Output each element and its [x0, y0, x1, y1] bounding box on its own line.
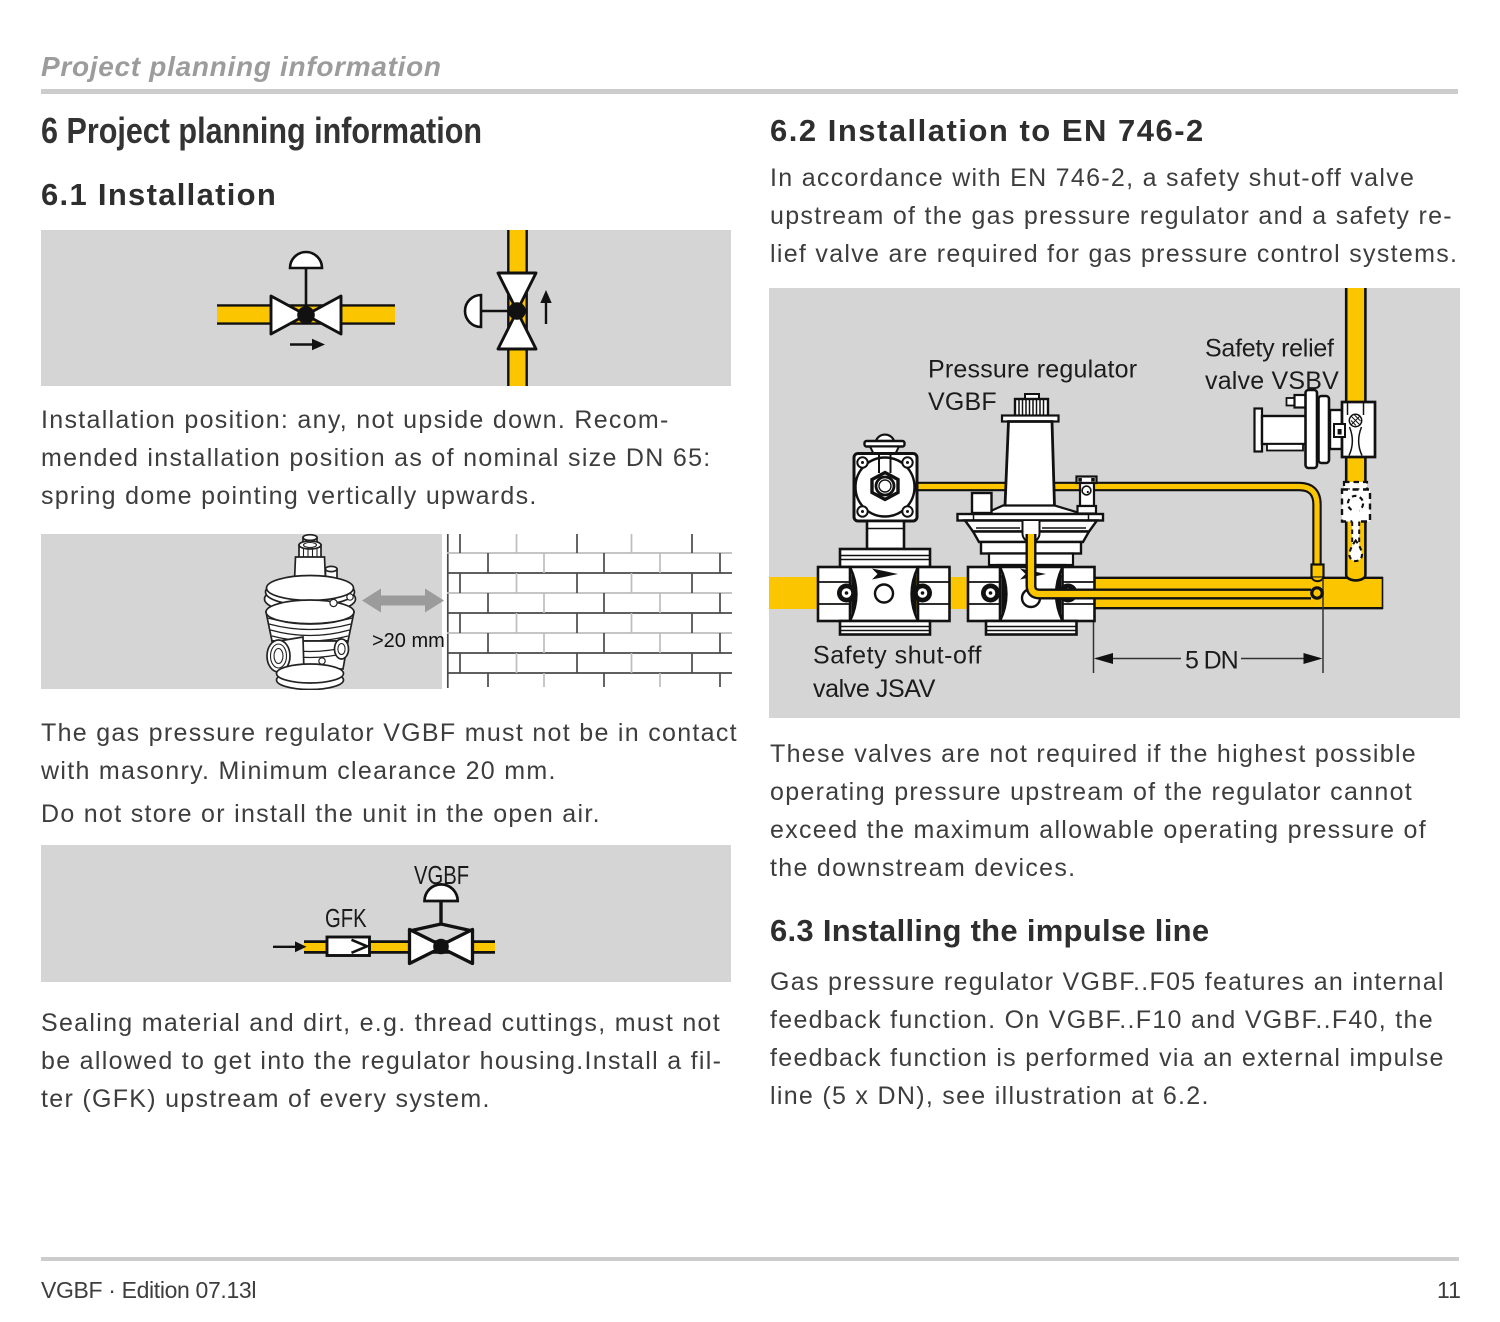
svg-text:VGBF: VGBF [928, 388, 997, 416]
svg-text:valve JSAV: valve JSAV [813, 675, 936, 703]
svg-text:Pressure regulator: Pressure regulator [928, 356, 1137, 384]
svg-text:valve VSBV: valve VSBV [1205, 367, 1339, 395]
svg-text:Safety shut-off: Safety shut-off [813, 642, 982, 670]
svg-text:5 DN: 5 DN [1185, 647, 1238, 675]
svg-text:GFK: GFK [325, 904, 367, 933]
svg-text:>20 mm: >20 mm [372, 630, 445, 652]
svg-text:Safety relief: Safety relief [1205, 335, 1334, 363]
